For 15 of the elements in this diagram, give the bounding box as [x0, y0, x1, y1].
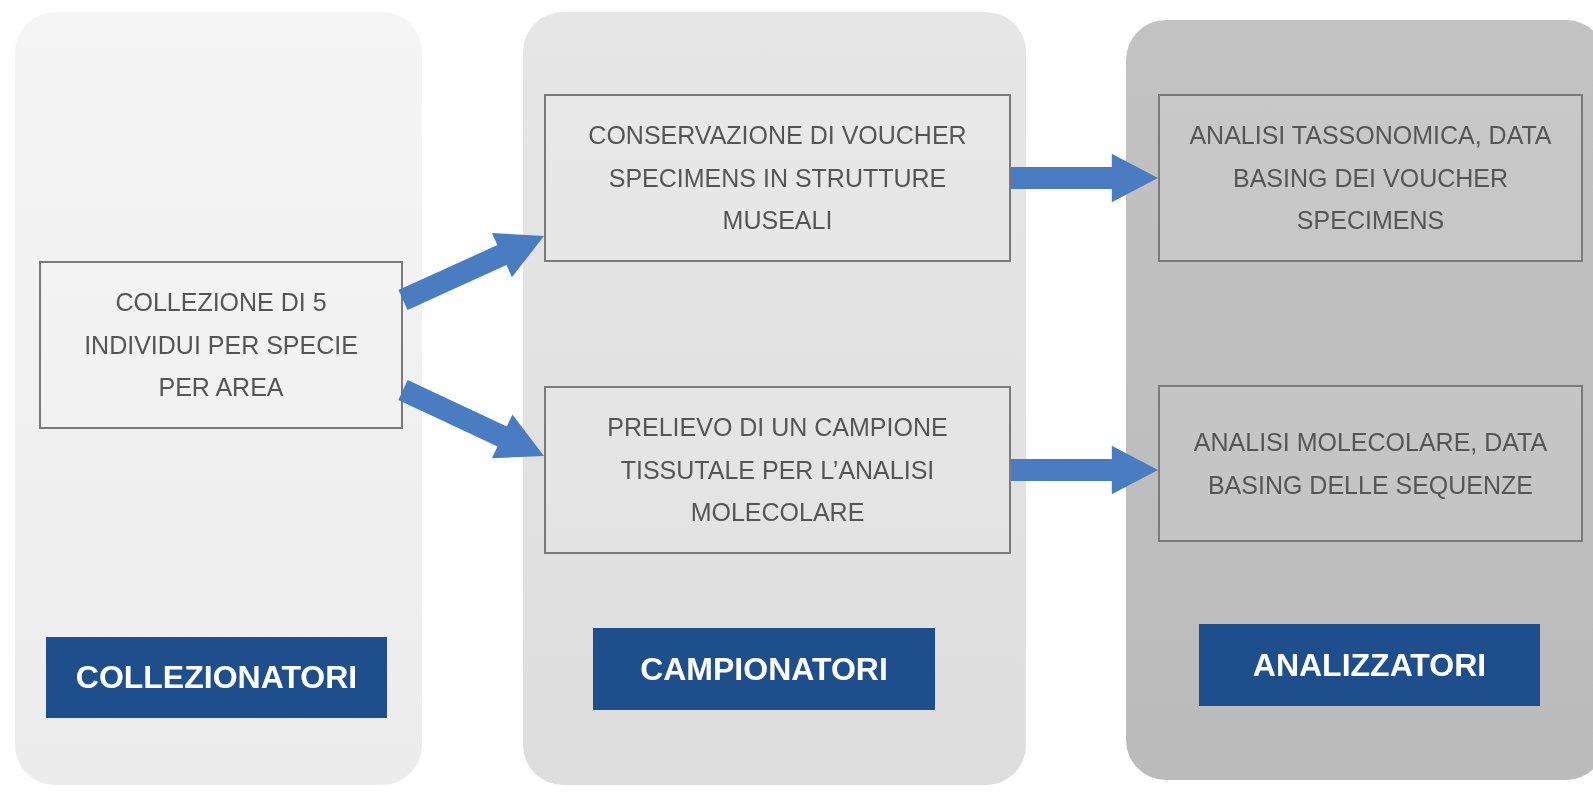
block-arrow: [1011, 153, 1158, 203]
process-box: COLLEZIONE DI 5 INDIVIDUI PER SPECIE PER AREA: [39, 261, 403, 429]
column-panel: [1126, 20, 1593, 780]
block-arrow: [1011, 445, 1158, 495]
process-box: ANALISI TASSONOMICA, DATA BASING DEI VOUCHER SPECIMENS: [1158, 94, 1583, 262]
role-label: COLLEZIONATORI: [46, 637, 387, 718]
role-label: ANALIZZATORI: [1199, 624, 1540, 706]
block-arrow: [398, 380, 544, 459]
column-panel: [523, 12, 1026, 785]
block-arrow: [398, 233, 544, 310]
process-box: CONSERVAZIONE DI VOUCHER SPECIMENS IN STRUTTURE MUSEALI: [544, 94, 1011, 262]
role-label: CAMPIONATORI: [593, 628, 935, 710]
process-box: ANALISI MOLECOLARE, DATA BASING DELLE SEQUENZE: [1158, 385, 1583, 542]
column-panel: [15, 12, 422, 785]
process-box: PRELIEVO DI UN CAMPIONE TISSUTALE PER L’ANALISI MOLECOLARE: [544, 386, 1011, 554]
